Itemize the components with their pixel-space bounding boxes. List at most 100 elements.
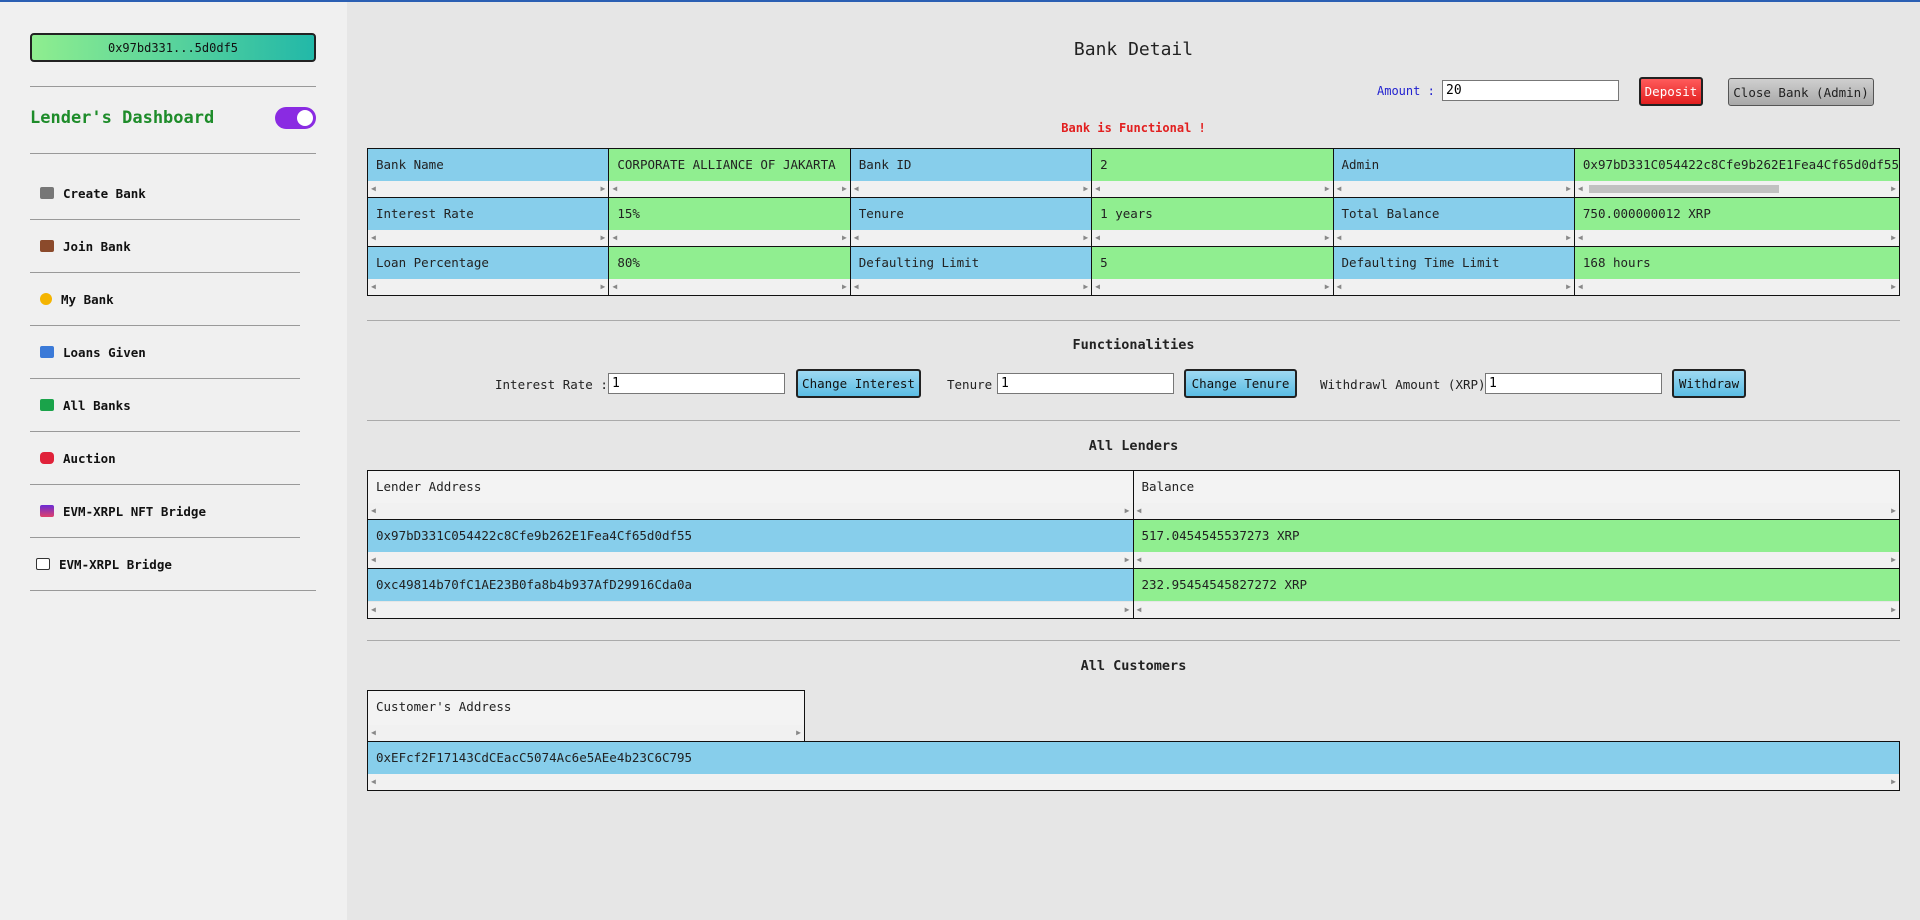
briefcase-icon — [40, 240, 54, 252]
sidebar-item-label: Join Bank — [63, 238, 131, 254]
scrollbar[interactable] — [1574, 181, 1899, 197]
scrollbar[interactable] — [1574, 279, 1899, 295]
detail-value: 750.000000012 XRP — [1574, 198, 1899, 230]
sidebar-item-join-bank[interactable]: Join Bank — [30, 220, 300, 273]
scrollbar[interactable] — [1133, 503, 1899, 519]
close-bank-button[interactable]: Close Bank (Admin) — [1728, 78, 1874, 106]
customers-column-header: Customer's Address — [367, 690, 805, 741]
detail-value: 80% — [609, 247, 850, 279]
scrollbar[interactable] — [368, 230, 609, 246]
withdraw-amount-input[interactable] — [1485, 373, 1662, 394]
sidebar-item-all-banks[interactable]: All Banks — [30, 379, 300, 432]
detail-label: Defaulting Time Limit — [1333, 247, 1574, 279]
lender-balance: 517.0454545537273 XRP — [1133, 520, 1899, 552]
scrollbar[interactable] — [1133, 602, 1899, 618]
scrollbar[interactable] — [368, 602, 1133, 618]
detail-label-cell: Defaulting Time Limit — [1333, 247, 1575, 296]
interest-rate-input[interactable] — [608, 373, 785, 394]
scrollbar[interactable] — [368, 181, 609, 197]
wallet-address-button[interactable]: 0x97bd331...5d0df5 — [30, 33, 316, 62]
detail-value-cell: 1 years — [1092, 198, 1334, 247]
all-customers-title: All Customers — [1080, 658, 1187, 674]
scrollbar[interactable] — [850, 279, 1092, 295]
nft-icon — [40, 505, 54, 517]
dashboard-title: Lender's Dashboard — [30, 108, 215, 128]
scrollbar[interactable] — [1133, 552, 1899, 568]
change-tenure-button[interactable]: Change Tenure — [1184, 369, 1297, 398]
detail-label: Interest Rate — [368, 198, 609, 230]
column-header: Lender Address — [368, 471, 1134, 520]
detail-label-cell: Loan Percentage — [368, 247, 610, 296]
detail-value-cell: 750.000000012 XRP — [1574, 198, 1899, 247]
amount-label: Amount : — [1377, 84, 1435, 98]
scrollbar[interactable] — [368, 774, 1899, 790]
scrollbar[interactable] — [609, 230, 850, 246]
scrollbar[interactable] — [1333, 230, 1574, 246]
detail-label: Bank Name — [368, 149, 609, 181]
status-message: Bank is Functional ! — [1061, 121, 1206, 135]
detail-value: 1 years — [1092, 198, 1333, 230]
sidebar-item-label: EVM-XRPL NFT Bridge — [63, 503, 206, 519]
scrollbar[interactable] — [368, 725, 804, 741]
scrollbar[interactable] — [1092, 279, 1333, 295]
scrollbar[interactable] — [850, 230, 1092, 246]
detail-value-cell: CORPORATE ALLIANCE OF JAKARTA — [609, 149, 851, 198]
change-interest-button[interactable]: Change Interest — [796, 369, 921, 398]
sidebar-item-label: My Bank — [61, 291, 114, 307]
lender-address: 0xc49814b70fC1AE23B0fa8b4b937AfD29916Cda… — [368, 569, 1133, 601]
divider — [367, 420, 1900, 421]
scrollbar[interactable] — [1092, 230, 1333, 246]
customer-address: 0xEFcf2F17143CdCEacC5074Ac6e5AEe4b23C6C7… — [368, 742, 1899, 774]
lenders-table: Lender Address Balance 0x97bD331C054422c… — [367, 470, 1900, 619]
scrollbar-thumb[interactable] — [1588, 185, 1779, 193]
divider — [30, 153, 316, 154]
interest-rate-label: Interest Rate : — [495, 377, 608, 392]
scrollbar[interactable] — [368, 503, 1133, 519]
detail-label: Bank ID — [850, 149, 1092, 181]
sidebar-item-auction[interactable]: Auction — [30, 432, 300, 485]
tenure-input[interactable] — [997, 373, 1174, 394]
sidebar-item-nft-bridge[interactable]: EVM-XRPL NFT Bridge — [30, 485, 300, 538]
divider — [367, 640, 1900, 641]
sidebar-item-label: All Banks — [63, 397, 131, 413]
sidebar-nav: Create Bank Join Bank My Bank Loans Give… — [30, 167, 316, 591]
scrollbar[interactable] — [1333, 181, 1574, 197]
lender-balance: 232.95454545827272 XRP — [1133, 569, 1899, 601]
sidebar-item-label: EVM-XRPL Bridge — [59, 556, 172, 572]
tenure-label: Tenure — [947, 377, 993, 392]
deposit-button[interactable]: Deposit — [1639, 77, 1703, 106]
lender-address: 0x97bD331C054422c8Cfe9b262E1Fea4Cf65d0df… — [368, 520, 1133, 552]
sidebar-item-my-bank[interactable]: My Bank — [30, 273, 300, 326]
divider — [30, 86, 316, 87]
scrollbar[interactable] — [609, 279, 850, 295]
dashboard-toggle[interactable] — [275, 107, 316, 129]
auction-icon — [40, 452, 54, 464]
functionalities-title: Functionalities — [1072, 337, 1195, 353]
scrollbar[interactable] — [1092, 181, 1333, 197]
scrollbar[interactable] — [368, 552, 1133, 568]
detail-label: Tenure — [850, 198, 1092, 230]
detail-label-cell: Admin — [1333, 149, 1575, 198]
amount-input[interactable] — [1442, 80, 1619, 101]
divider — [367, 320, 1900, 321]
coin-icon — [40, 293, 52, 305]
column-header-label: Customer's Address — [376, 699, 512, 714]
page-title: Bank Detail — [1073, 39, 1194, 60]
scrollbar[interactable] — [609, 181, 850, 197]
detail-value: 5 — [1092, 247, 1333, 279]
sidebar: 0x97bd331...5d0df5 Lender's Dashboard Cr… — [0, 2, 347, 920]
scrollbar[interactable] — [368, 279, 609, 295]
sidebar-item-create-bank[interactable]: Create Bank — [30, 167, 300, 220]
scrollbar[interactable] — [1574, 230, 1899, 246]
sidebar-item-label: Auction — [63, 450, 116, 466]
withdraw-button[interactable]: Withdraw — [1672, 369, 1746, 398]
detail-value: 15% — [609, 198, 850, 230]
detail-label: Total Balance — [1333, 198, 1574, 230]
detail-label-cell: Defaulting Limit — [850, 247, 1093, 296]
scrollbar[interactable] — [1333, 279, 1574, 295]
scrollbar[interactable] — [850, 181, 1092, 197]
sidebar-item-loans-given[interactable]: Loans Given — [30, 326, 300, 379]
detail-value: 168 hours — [1574, 247, 1899, 279]
detail-label-cell: Interest Rate — [368, 198, 610, 247]
sidebar-item-bridge[interactable]: EVM-XRPL Bridge — [30, 538, 316, 591]
